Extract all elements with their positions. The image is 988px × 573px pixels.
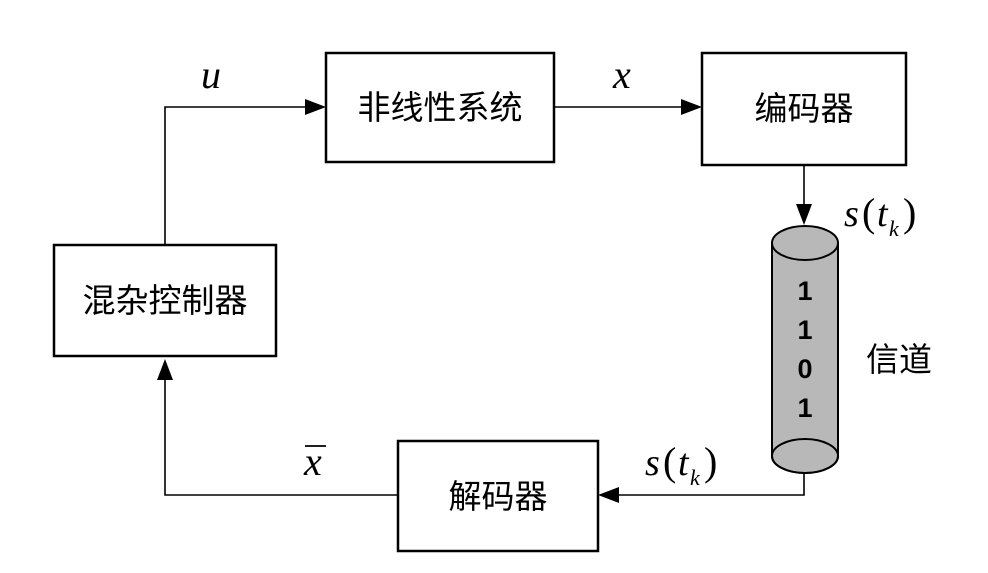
s-tk-upper-close-paren: ): [903, 190, 916, 235]
encoder-block: 编码器: [700, 51, 908, 167]
nonlinear-system-label: 非线性系统: [358, 88, 523, 127]
wire-decoder-to-controller: [164, 380, 398, 496]
s-tk-lower-s: s: [645, 442, 660, 484]
wire-controller-to-system: [164, 106, 306, 245]
channel-bit-4: 1: [797, 393, 812, 423]
decoder-label: 解码器: [449, 477, 548, 516]
signal-x-bar-label: x: [303, 439, 326, 484]
s-tk-upper-open-paren: (: [862, 190, 875, 235]
signal-s-tk-lower: s ( t k ): [645, 439, 717, 490]
s-tk-upper-k: k: [889, 216, 900, 241]
s-tk-upper-t: t: [877, 193, 889, 235]
s-tk-lower-close-paren: ): [704, 439, 717, 484]
hybrid-controller-label: 混杂控制器: [83, 281, 248, 320]
arrowhead-into-encoder: [681, 99, 702, 115]
encoder-label: 编码器: [755, 89, 854, 128]
arrowhead-into-channel: [796, 204, 812, 225]
signal-u-label: u: [201, 52, 221, 97]
signal-x-label: x: [612, 52, 631, 97]
channel-label: 信道: [866, 340, 932, 379]
s-tk-lower-k: k: [690, 465, 701, 490]
channel-bit-2: 1: [797, 315, 812, 345]
s-tk-lower-t: t: [678, 442, 690, 484]
s-tk-lower-open-paren: (: [663, 439, 676, 484]
channel-top-face: [771, 225, 839, 261]
arrowhead-into-controller: [157, 359, 173, 380]
wire-channel-to-decoder: [619, 474, 805, 496]
nonlinear-system-block: 非线性系统: [324, 51, 556, 164]
s-tk-upper-s: s: [844, 193, 859, 235]
hybrid-controller-block: 混杂控制器: [52, 243, 278, 358]
channel-bottom-rim: [771, 438, 839, 474]
channel-bit-1: 1: [797, 276, 812, 306]
arrowhead-into-decoder: [598, 487, 619, 503]
signal-s-tk-upper: s ( t k ): [844, 190, 916, 241]
signal-x-bar-text: x: [303, 439, 322, 484]
arrowhead-into-system: [305, 99, 326, 115]
channel-cylinder: 1 1 0 1: [771, 225, 839, 474]
channel-bit-3: 0: [797, 354, 812, 384]
decoder-block: 解码器: [396, 439, 600, 553]
